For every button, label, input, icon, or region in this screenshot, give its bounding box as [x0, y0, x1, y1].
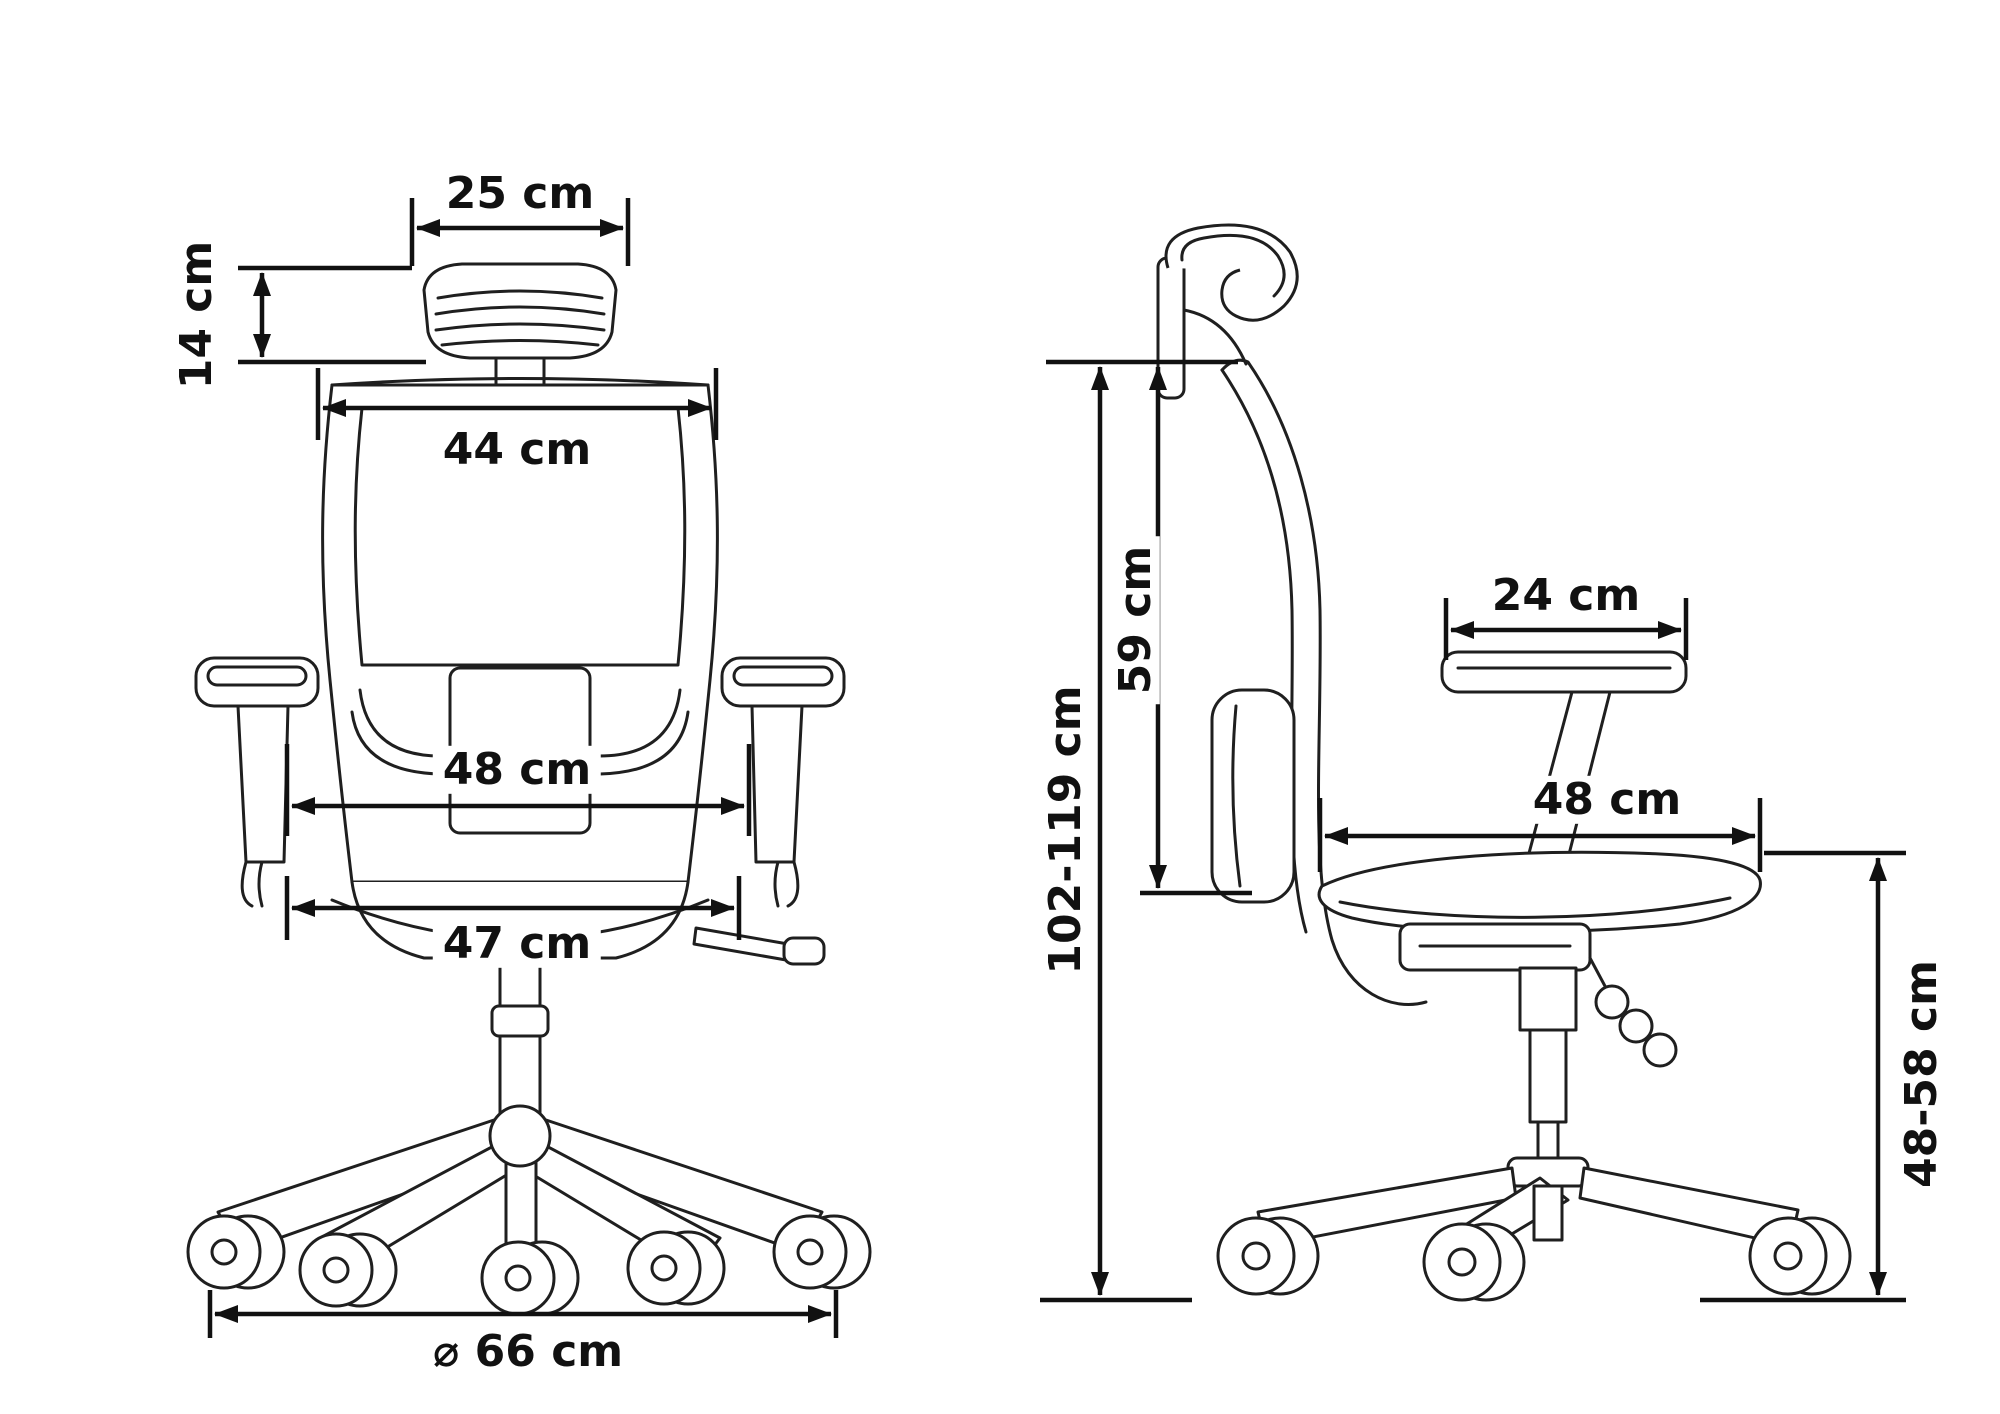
dim-headrest-height	[238, 265, 426, 365]
side-casters	[1216, 1216, 1852, 1302]
dim-label-armrest-length: 24 cm	[1481, 571, 1651, 621]
dim-label-seat-width: 47 cm	[432, 919, 602, 969]
side-backrest	[1210, 358, 1428, 1006]
dim-label-seat-depth: 48 cm	[1522, 775, 1692, 825]
dim-seat-width	[284, 876, 742, 940]
dim-backrest-lower-width	[284, 744, 752, 836]
front-base	[186, 956, 872, 1316]
dim-overall-height	[1040, 359, 1238, 1303]
dim-armrest-length	[1443, 598, 1689, 660]
front-casters	[186, 1214, 872, 1316]
dim-backrest-width	[315, 368, 719, 440]
front-armrest-left	[194, 656, 320, 908]
side-base	[1216, 1156, 1852, 1302]
dim-label-backrest-width: 44 cm	[432, 425, 602, 475]
dim-seat-depth	[1317, 798, 1763, 872]
side-headrest	[1156, 223, 1299, 400]
dim-label-overall-height: 102-119 cm	[1040, 675, 1091, 985]
dim-label-backrest-height: 59 cm	[1110, 535, 1161, 705]
side-mechanism	[1398, 922, 1678, 1170]
dim-label-seat-height: 48-58 cm	[1896, 950, 1947, 1198]
chair-side-view-drawing	[1156, 223, 1852, 1302]
dim-label-headrest-height: 14 cm	[171, 230, 222, 400]
dimension-lines	[207, 198, 1906, 1338]
dim-seat-height	[1700, 850, 1906, 1303]
dim-headrest-width	[409, 198, 631, 266]
dim-label-backrest-lower-width: 48 cm	[432, 745, 602, 795]
side-seat	[1317, 850, 1762, 934]
dim-label-headrest-width: 25 cm	[435, 169, 605, 219]
dim-label-base-diameter: ⌀ 66 cm	[422, 1327, 634, 1377]
front-armrest-right	[720, 656, 846, 908]
dim-base-diameter	[207, 1290, 839, 1338]
